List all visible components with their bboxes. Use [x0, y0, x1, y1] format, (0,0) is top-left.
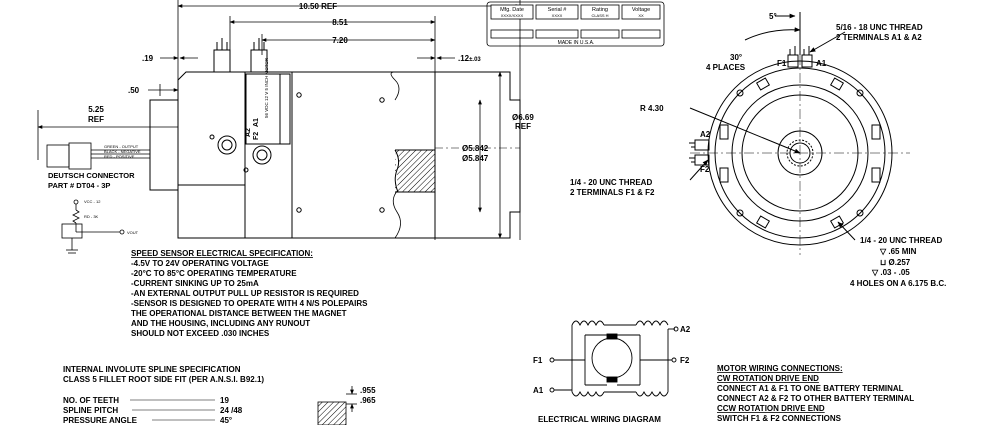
nameplate-header-serial: Serial # — [548, 7, 568, 13]
schematic-vcc: VCC - 12 — [84, 199, 101, 204]
thread-f-line1: 1/4 - 20 UNC THREAD — [570, 178, 652, 187]
wiring-f2: F2 — [680, 356, 690, 365]
speed-sensor-line-2: -20°C TO 85°C OPERATING TEMPERATURE — [131, 269, 297, 278]
terminal-label-f2: F2 — [253, 132, 260, 140]
speed-sensor-line-1: -4.5V TO 24V OPERATING VOLTAGE — [131, 259, 269, 268]
connector-part: PART # DT04 - 3P — [48, 181, 110, 190]
schematic-vout: VOUT — [127, 230, 139, 235]
wire-green: GREEN - OUTPUT — [104, 144, 139, 149]
motor-wiring-line-1: CW ROTATION DRIVE END — [717, 374, 819, 383]
end-a2: A2 — [700, 130, 711, 139]
terminal-label-a2: A2 — [245, 128, 252, 137]
spline-row-value-3: 45° — [220, 416, 232, 425]
spline-row-label-2: SPLINE PITCH — [63, 406, 118, 415]
end-a1: A1 — [816, 59, 827, 68]
holes-line5: 4 HOLES ON A 6.175 B.C. — [850, 279, 946, 288]
deutsch-connector — [37, 110, 178, 170]
connector-title: DEUTSCH CONNECTOR — [48, 171, 135, 180]
spline-row-label-1: NO. OF TEETH — [63, 396, 119, 405]
wiring-title: ELECTRICAL WIRING DIAGRAM — [538, 415, 661, 424]
housing-ref: REF — [515, 122, 531, 131]
cable-ref: REF — [88, 115, 104, 124]
speed-sensor-line-7: AND THE HOUSING, INCLUDING ANY RUNOUT — [131, 319, 310, 328]
nameplate-header-rating: Rating — [592, 7, 608, 13]
thread-f-line2: 2 TERMINALS F1 & F2 — [570, 188, 655, 197]
diameter-dimensions — [478, 71, 502, 239]
speed-sensor-line-5: -SENSOR IS DESIGNED TO OPERATE WITH 4 N/… — [131, 299, 368, 308]
nameplate — [486, 1, 665, 47]
spline-title-2: CLASS 5 FILLET ROOT SIDE FIT (PER A.N.S.… — [63, 375, 264, 384]
nameplate-header-mfg: Mfg. Date — [500, 7, 524, 13]
motor-wiring-line-3: CONNECT A2 & F2 TO OTHER BATTERY TERMINA… — [717, 394, 914, 403]
offset-012-label: .12±.03 — [458, 54, 481, 63]
spline-leaders — [130, 399, 215, 421]
nameplate-value-mfg: XXXX/XXXX — [501, 13, 524, 18]
spline-row-label-3: PRESSURE ANGLE — [63, 416, 138, 425]
angle-30: 30° — [730, 53, 742, 62]
places-4: 4 PLACES — [706, 63, 746, 72]
thread-a-line1: 5/16 - 18 UNC THREAD — [836, 23, 923, 32]
nameplate-header-voltage: Voltage — [632, 7, 650, 13]
spline-detail — [317, 386, 357, 425]
housing-dia: Ø6.69 — [512, 113, 534, 122]
end-f1: F1 — [777, 59, 787, 68]
overall-length-label: 10.50 REF — [299, 2, 337, 11]
schematic-resistor: RD - 3K — [84, 214, 99, 219]
speed-sensor-line-6: THE OPERATIONAL DISTANCE BETWEEN THE MAG… — [131, 309, 347, 318]
cable-length: 5.25 — [88, 105, 104, 114]
speed-sensor-line-3: -CURRENT SINKING UP TO 25mA — [131, 279, 259, 288]
length-720-label: 7.20 — [332, 36, 348, 45]
holes-line4: ▽ .03 - .05 — [871, 268, 910, 277]
nameplate-value-rating: CLASS H — [591, 13, 608, 18]
offset-050-label: .50 — [128, 86, 140, 95]
speed-sensor-line-4: -AN EXTERNAL OUTPUT PULL UP RESISTOR IS … — [131, 289, 359, 298]
sensor-schematic — [61, 199, 125, 254]
end-f2: F2 — [700, 165, 710, 174]
holes-line1: 1/4 - 20 UNC THREAD — [860, 236, 942, 245]
radius-label: R 4.30 — [640, 104, 664, 113]
wiring-f1: F1 — [533, 356, 543, 365]
length-851-label: 8.51 — [332, 18, 348, 27]
motor-end-view — [689, 12, 910, 255]
motor-wiring-line-4: CCW ROTATION DRIVE END — [717, 404, 825, 413]
terminal-vertical-text: 56 VDC 12 V 5 INCH MOTOR — [264, 57, 269, 118]
holes-line2: ▽ .65 MIN — [879, 247, 917, 256]
wire-red: RED - POSITIVE — [104, 154, 135, 159]
motor-wiring-line-5: SWITCH F1 & F2 CONNECTIONS — [717, 414, 842, 423]
pilot-dia-1: Ø5.842 — [462, 144, 489, 153]
dim-955: .955 — [360, 386, 376, 395]
speed-sensor-line-8: SHOULD NOT EXCEED .030 INCHES — [131, 329, 270, 338]
terminal-label-a1: A1 — [253, 118, 260, 127]
holes-line3: ⊔ Ø.257 — [880, 258, 911, 267]
motor-side-view — [149, 38, 521, 239]
pilot-dia-2: Ø5.847 — [462, 154, 489, 163]
spline-title-1: INTERNAL INVOLUTE SPLINE SPECIFICATION — [63, 365, 241, 374]
spline-row-value-2: 24 /48 — [220, 406, 243, 415]
speed-sensor-title: SPEED SENSOR ELECTRICAL SPECIFICATION: — [131, 249, 313, 258]
wiring-a2: A2 — [680, 325, 691, 334]
wiring-a1: A1 — [533, 386, 544, 395]
wiring-diagram — [549, 320, 679, 397]
nameplate-made-in: MADE IN U.S.A. — [558, 40, 595, 46]
motor-wiring-line-2: CONNECT A1 & F1 TO ONE BATTERY TERMINAL — [717, 384, 904, 393]
offset-019-label: .19 — [142, 54, 154, 63]
nameplate-value-voltage: XX — [638, 13, 644, 18]
spline-row-value-1: 19 — [220, 396, 229, 405]
motor-wiring-title: MOTOR WIRING CONNECTIONS: — [717, 364, 843, 373]
nameplate-value-serial: XXXX — [552, 13, 563, 18]
wire-black: BLACK - NEGATIVE — [104, 149, 141, 154]
angle-5: 5° — [769, 12, 777, 21]
dim-965: .965 — [360, 396, 376, 405]
thread-a-line2: 2 TERMINALS A1 & A2 — [836, 33, 922, 42]
